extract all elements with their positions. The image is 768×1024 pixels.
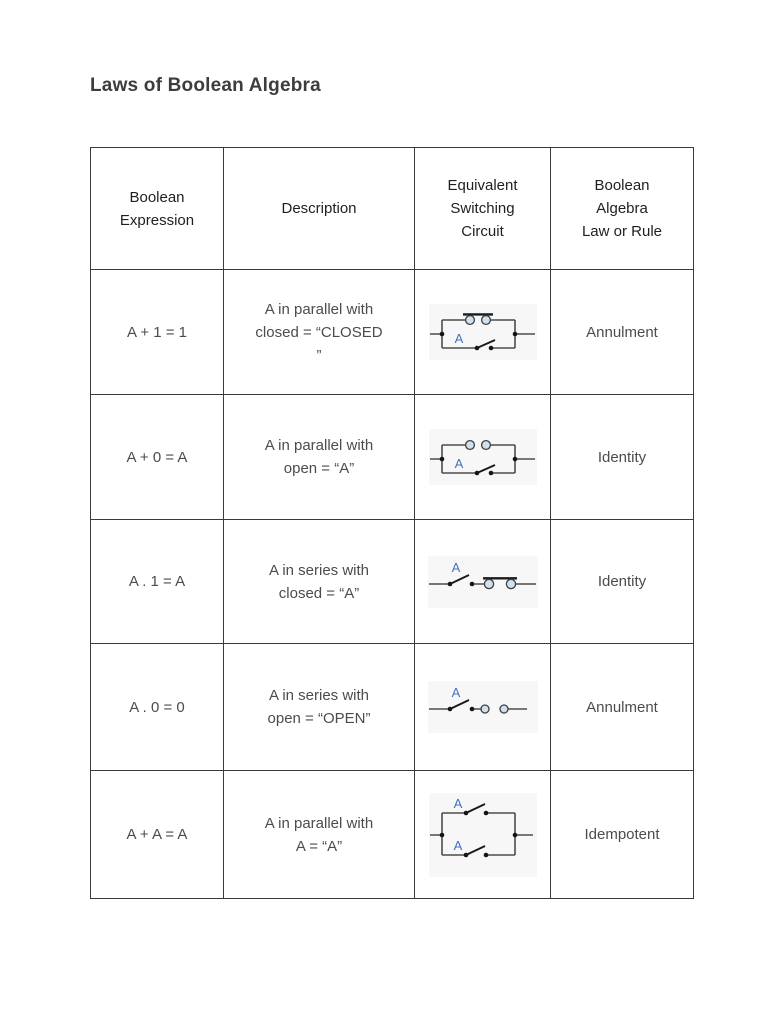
expression-cell: A . 0 = 0 [90,643,224,771]
circuit-cell: A [414,394,551,520]
switch-contact-node [488,345,493,351]
law-cell: Annulment [550,643,694,771]
table-row: A . 1 = A A in series with closed = “A” … [90,519,694,644]
junction-node [512,331,517,337]
switch-blade [476,464,495,474]
switch-blade [465,844,485,856]
header-boolean-expression: Boolean Expression [90,147,224,270]
junction-node [512,456,517,462]
switch-contact-node [488,470,493,476]
contact-terminal [480,314,491,326]
circuit-cell: A [414,519,551,644]
switch-blade [465,802,485,814]
contact-terminal [479,704,490,714]
switch-contact-node [469,706,474,712]
expression-cell: A . 1 = A [90,519,224,644]
switch-contact-node [483,852,488,857]
circuit-cell: A A [414,770,551,899]
switch-contact-node [469,581,474,586]
header-row: Boolean Expression Description Equivalen… [90,147,694,270]
law-cell: Identity [550,394,694,520]
contact-terminal [464,439,475,451]
contact-terminal [505,578,516,589]
expression-cell: A + 0 = A [90,394,224,520]
page-title: Laws of Boolean Algebra [90,75,321,96]
table-row: A + A = A A in parallel with A = “A” A [90,770,694,899]
switch-label-A: A [451,560,460,575]
circuit-parallel-closed-icon: A [428,304,537,360]
switch-label-A: A [454,456,463,471]
contact-terminal [483,578,494,589]
description-cell: A in parallel with closed = “CLOSED ” [223,269,415,395]
switch-blade [449,573,469,585]
contact-terminal [464,314,475,326]
circuit-cell: A [414,643,551,771]
description-cell: A in parallel with open = “A” [223,394,415,520]
switch-contact-node [483,810,488,815]
circuit-cell: A [414,269,551,395]
switch-blade [449,699,469,710]
table-row: A + 1 = 1 A in parallel with closed = “C… [90,269,694,395]
header-boolean-algebra-law-or-rule: Boolean Algebra Law or Rule [550,147,694,270]
law-cell: Idempotent [550,770,694,899]
junction-node [512,832,517,837]
contact-terminal [498,704,509,714]
contact-terminal [480,439,491,451]
circuit-parallel-double-A-icon: A A [428,792,537,877]
junction-node [439,832,444,837]
header-description: Description [223,147,415,270]
table-row: A + 0 = A A in parallel with open = “A” … [90,394,694,520]
law-cell: Annulment [550,269,694,395]
switch-label-A: A [453,796,462,811]
description-cell: A in series with closed = “A” [223,519,415,644]
circuit-series-open-icon: A [427,681,538,733]
law-cell: Identity [550,519,694,644]
circuit-wires [429,319,535,349]
circuit-wires [429,444,535,474]
circuit-series-closed-icon: A [427,555,538,608]
switch-label-A: A [454,331,463,346]
description-cell: A in series with open = “OPEN” [223,643,415,771]
table-row: A . 0 = 0 A in series with open = “OPEN”… [90,643,694,771]
switch-label-A: A [453,838,462,853]
boolean-laws-table: Boolean Expression Description Equivalen… [90,147,694,899]
description-cell: A in parallel with A = “A” [223,770,415,899]
switch-label-A: A [451,685,460,700]
circuit-parallel-open-icon: A [428,429,537,485]
switch-blade [476,339,495,349]
junction-node [439,456,444,462]
junction-node [439,331,444,337]
expression-cell: A + 1 = 1 [90,269,224,395]
header-equivalent-switching-circuit: Equivalent Switching Circuit [414,147,551,270]
expression-cell: A + A = A [90,770,224,899]
